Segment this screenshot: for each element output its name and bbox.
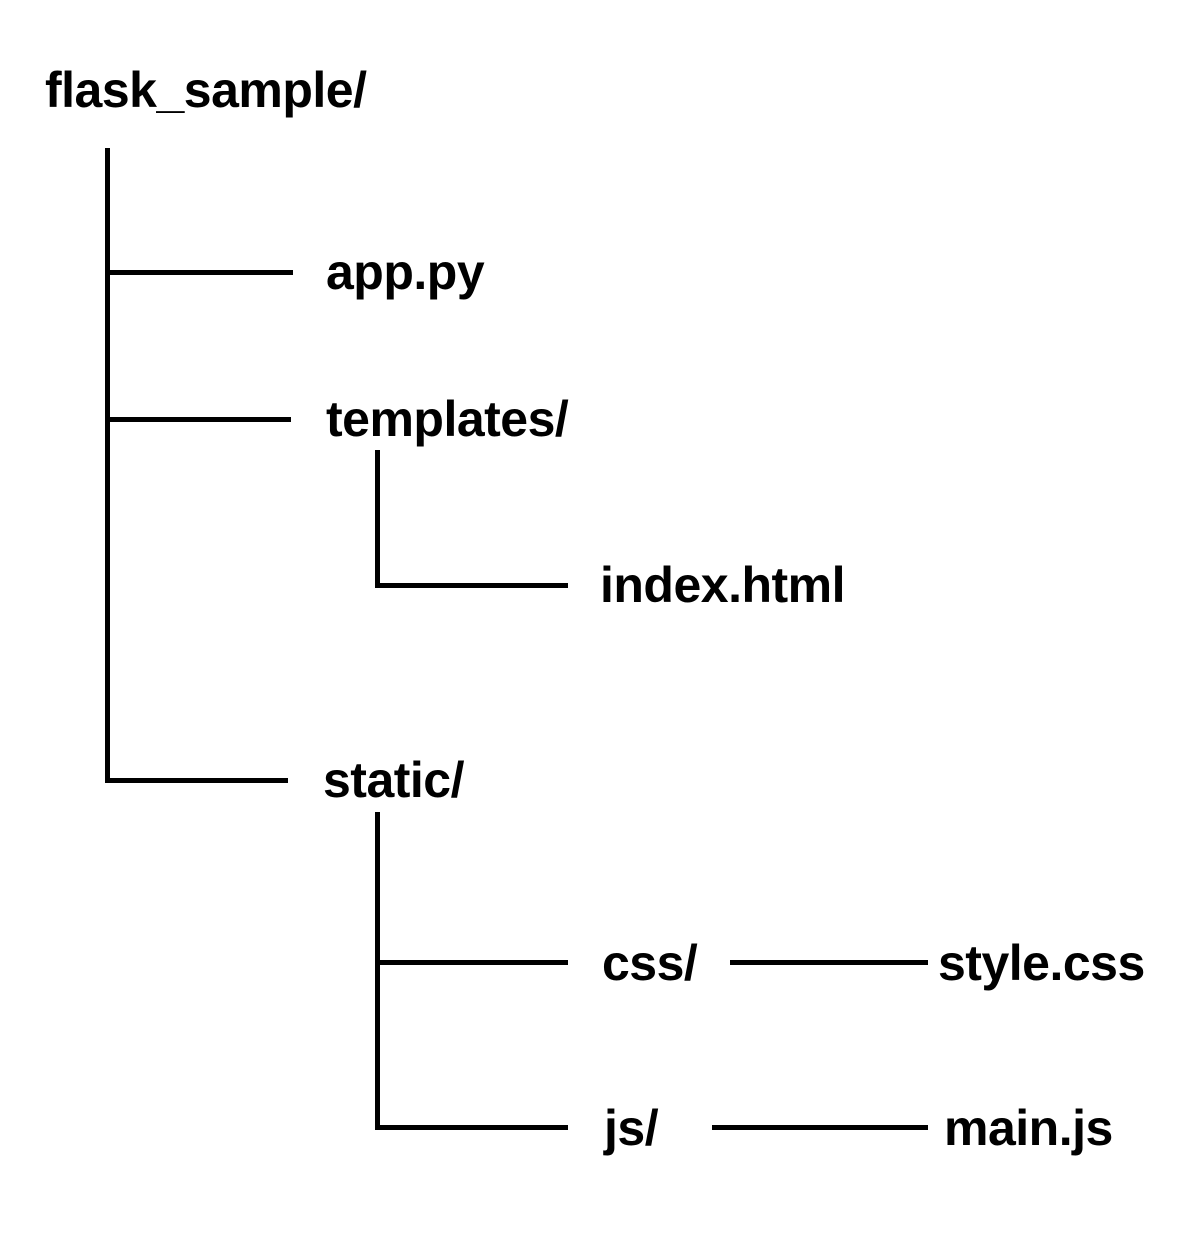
connector-line-main-js [712,1125,928,1130]
dir-label-static: static/ [323,752,465,808]
branch-line-templates [105,417,291,422]
templates-trunk-line [375,450,380,588]
connector-line-style-css [730,960,928,965]
dir-label-js: js/ [604,1100,659,1156]
dir-label-css: css/ [602,935,698,991]
dir-label-templates: templates/ [326,391,569,447]
static-trunk-line [375,812,380,1130]
file-label-index-html: index.html [600,557,846,613]
branch-line-css [375,960,568,965]
root-trunk-line [105,148,110,783]
file-label-app-py: app.py [326,244,485,300]
file-label-style-css: style.css [938,935,1145,991]
file-label-main-js: main.js [944,1100,1113,1156]
branch-line-index-html [375,583,568,588]
branch-line-app-py [105,270,293,275]
branch-line-static [105,778,288,783]
branch-line-js [375,1125,568,1130]
root-dir-label: flask_sample/ [45,62,367,118]
